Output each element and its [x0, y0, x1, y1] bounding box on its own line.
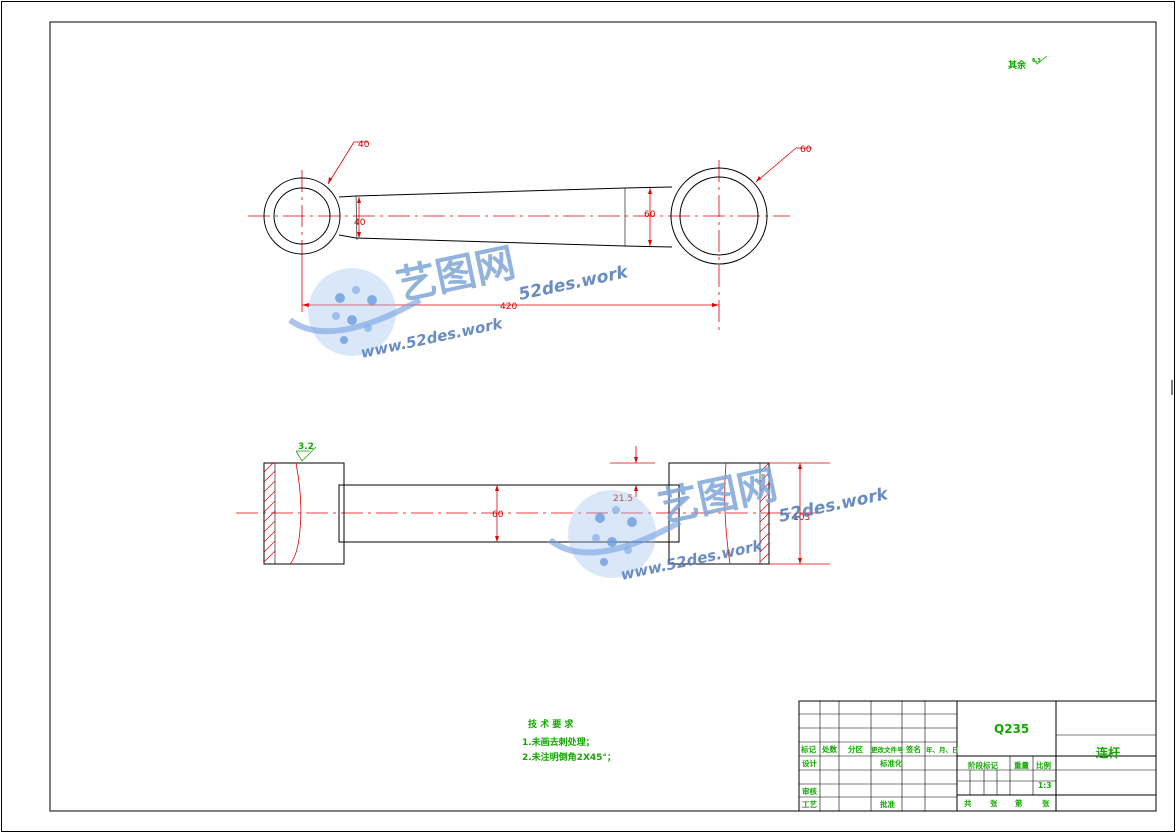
watermark-1: 艺图网 52des.work www.52des.work	[288, 240, 631, 362]
watermark-domain: 52des.work	[517, 262, 631, 305]
tb-sheet-total: 共	[964, 798, 972, 808]
watermark-brand: 艺图网	[393, 240, 520, 310]
top-view: 40 60 40 60 420	[248, 140, 812, 335]
tb-sheet-unit-2: 张	[1042, 799, 1050, 808]
roughness-note: 其余 6.3	[1008, 55, 1048, 71]
side-view: 3.2 21.5 60 103	[236, 442, 830, 565]
dim-right-height-label: 60	[644, 210, 656, 220]
right-hatch	[759, 462, 770, 563]
watermark-globe-2	[548, 490, 682, 578]
dim-left-height-label: 40	[354, 218, 366, 228]
leader-left: 40	[327, 140, 370, 185]
right-eye-outer	[670, 167, 768, 265]
tech-req-item-1: 1.未画去刺处理；	[522, 736, 595, 748]
roughness-symbol: 3.2	[295, 442, 317, 462]
dim-tube-label: 60	[492, 510, 504, 520]
tb-sheet-no: 第	[1015, 798, 1023, 808]
drawing-frame	[49, 21, 1157, 812]
tb-label-change-doc: 更改文件号	[871, 745, 904, 754]
dim-left-height: 40	[354, 197, 366, 238]
tb-stage: 阶段标记	[968, 760, 998, 770]
tb-material: Q235	[994, 722, 1029, 736]
tb-process: 工艺	[802, 799, 817, 809]
leader-left-label: 40	[358, 140, 370, 150]
tb-scale: 1:3	[1038, 781, 1051, 790]
dim-height: 103	[769, 462, 830, 565]
watermark-brand-2: 艺图网	[655, 462, 782, 532]
tb-approve: 批准	[880, 799, 895, 809]
right-eye-inner	[679, 176, 759, 256]
leader-right-label: 60	[800, 145, 812, 155]
tb-review: 审核	[802, 786, 817, 796]
left-hatch	[263, 462, 276, 563]
tb-label-zone: 分区	[848, 744, 863, 754]
tb-standard: 标准化	[879, 758, 903, 768]
watermark-globe	[288, 268, 422, 356]
title-block: 标记 处数 分区 更改文件号 签名 年、月、日 设计 标准化 审核 工艺 批准 …	[798, 700, 1157, 812]
watermark-domain-2: 52des.work	[777, 484, 891, 527]
tb-label-mark: 标记	[800, 744, 816, 754]
tb-label-date: 年、月、日	[926, 745, 959, 754]
tb-weight: 重量	[1014, 760, 1030, 770]
dim-depth: 21.5	[610, 446, 655, 504]
tb-sheet-unit-1: 张	[990, 799, 998, 808]
dim-right-height: 60	[644, 188, 656, 246]
tb-ratio: 比例	[1036, 760, 1052, 770]
tb-design: 设计	[802, 758, 817, 768]
watermark-2: 艺图网 52des.work www.52des.work	[548, 462, 891, 584]
tb-label-count: 处数	[821, 744, 837, 754]
roughness-note-text: 其余	[1008, 59, 1027, 71]
roughness-value: 3.2	[298, 442, 314, 452]
left-boss	[263, 462, 345, 565]
dim-tube: 60	[492, 485, 504, 542]
tech-req-item-2: 2.未注明倒角2X45°；	[522, 751, 616, 763]
left-eye-outer	[263, 177, 341, 255]
tech-req-title: 技 术 要 求	[528, 718, 574, 730]
left-eye-inner	[273, 187, 331, 245]
tb-label-sign: 签名	[905, 744, 921, 754]
dim-height-label: 103	[793, 513, 810, 523]
connecting-tube	[338, 484, 680, 543]
tb-part-name: 连杆	[1096, 745, 1120, 760]
dim-center-distance: 420	[301, 262, 719, 312]
dim-depth-label: 21.5	[613, 494, 633, 504]
svg-text:6.3: 6.3	[1032, 58, 1041, 64]
dim-center-distance-label: 420	[500, 302, 517, 312]
rod-body	[338, 186, 673, 248]
tech-requirements: 技 术 要 求 1.未画去刺处理； 2.未注明倒角2X45°；	[522, 718, 616, 763]
leader-right: 60	[755, 145, 812, 183]
